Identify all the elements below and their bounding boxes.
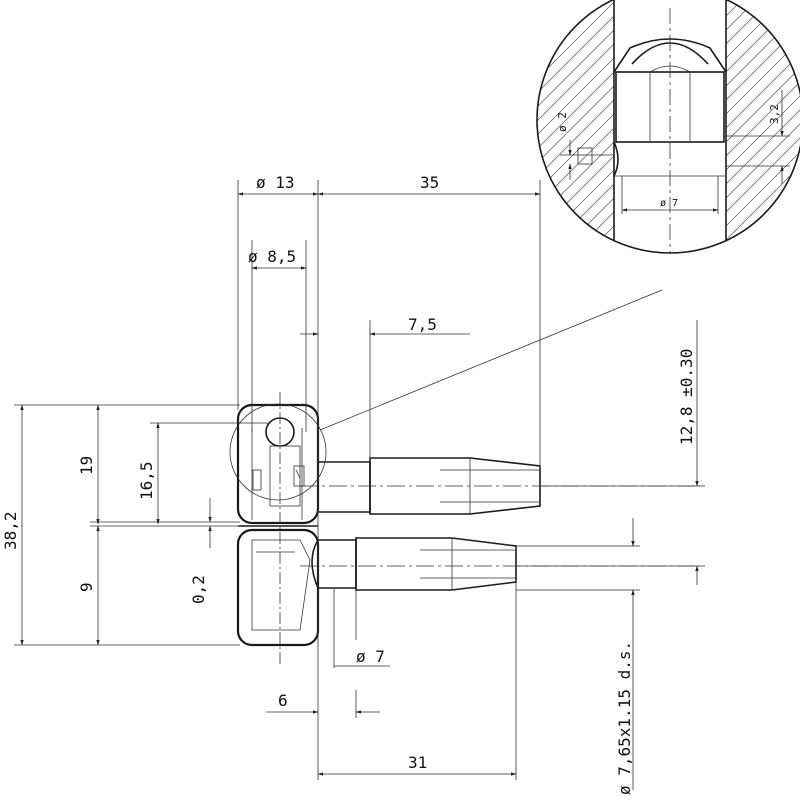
label-6: 6	[278, 691, 288, 710]
label-35: 35	[420, 173, 439, 192]
dimension-lines	[14, 180, 705, 790]
hatch-line	[537, 0, 573, 253]
label-detail-dia-7: ø 7	[660, 198, 678, 209]
hatch-line	[230, 0, 530, 260]
hatch-line	[719, 0, 800, 253]
label-7-5: 7,5	[408, 315, 437, 334]
hatch-line	[537, 0, 601, 253]
label-dia-7: ø 7	[356, 647, 385, 666]
hatch-line	[691, 0, 800, 253]
label-dia-8-5: ø 8,5	[248, 247, 296, 266]
hatch-line	[677, 0, 800, 253]
hatch-line	[537, 0, 643, 253]
label-0-2: 0,2	[189, 575, 208, 604]
hatch-line	[733, 0, 800, 253]
hatch-line	[705, 0, 800, 253]
label-detail-dia-2: ø 2	[556, 112, 569, 132]
hatch-line	[537, 0, 587, 253]
label-dia-13: ø 13	[256, 173, 295, 192]
hinge-body	[229, 289, 663, 664]
label-38-2: 38,2	[1, 511, 20, 550]
hatch-line	[789, 0, 800, 253]
label-thread: ø 7,65x1.15 d.s.	[615, 641, 634, 795]
hatch-line	[537, 0, 615, 253]
label-16-5: 16,5	[137, 461, 156, 500]
label-detail-3-2: 3,2	[768, 104, 781, 124]
label-19: 19	[77, 456, 96, 475]
label-12-8-tolerance: 12,8 ±0.30	[677, 349, 696, 445]
label-9: 9	[77, 582, 96, 592]
hatch-line	[537, 0, 657, 253]
dimension-labels: ø 13 35 ø 8,5 7,5 12,8 ±0.30 38,2 19 16,…	[1, 173, 696, 795]
hatch-line	[537, 0, 559, 253]
label-31: 31	[408, 753, 427, 772]
detail-view: ø 2 3,2 ø 7	[230, 0, 800, 260]
hatch-line	[537, 0, 545, 253]
